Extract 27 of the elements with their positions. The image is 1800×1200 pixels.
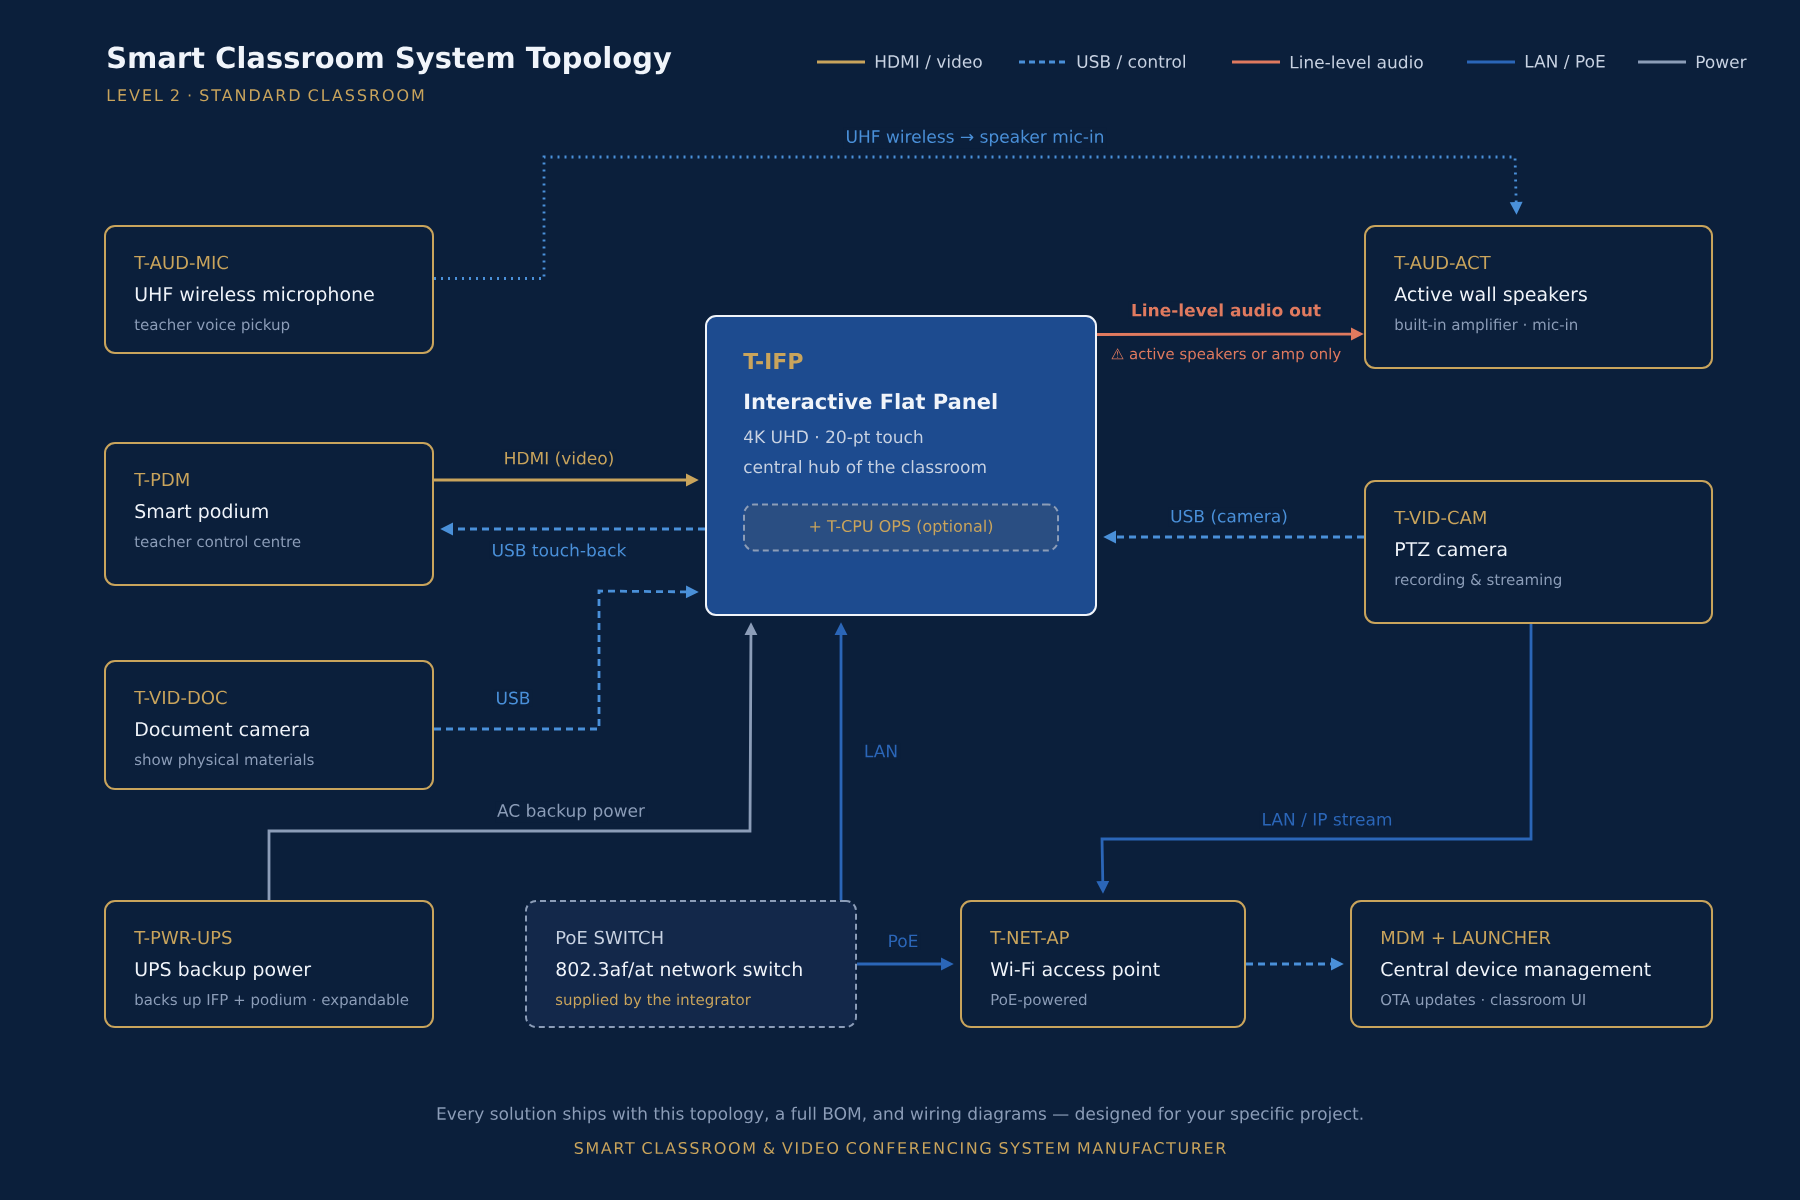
device-box: T-NET-AP Wi-Fi access point PoE-powered (960, 900, 1246, 1028)
edge-label: LAN / IP stream (1259, 811, 1395, 829)
device-box: T-VID-CAM PTZ camera recording & streaming (1364, 480, 1713, 624)
arrow (434, 155, 1523, 280)
switch-box: PoE SWITCH 802.3af/at network switch supplied by the integrator (525, 900, 857, 1028)
legend-item: Power (1638, 55, 1747, 69)
subtitle: LEVEL 2 · STANDARD CLASSROOM (107, 89, 424, 102)
device-box: T-PWR-UPS UPS backup power backs up IFP + podium · expandable (104, 900, 434, 1028)
edge-label: USB (camera) (1168, 507, 1290, 527)
legend-item: HDMI / video (817, 54, 982, 70)
title: Smart Classroom System Topology (108, 45, 672, 75)
option-box: + T-CPU OPS (optional) (743, 503, 1059, 552)
edge-label: HDMI (video) (501, 449, 617, 469)
legend-item: Line-level audio (1232, 55, 1423, 69)
edge-label: Line-level audio out (1128, 301, 1324, 319)
device-box: T-VID-DOC Document camera show physical materials (104, 660, 434, 790)
device-box: MDM + LAUNCHER Central device management OTA updates · classroom UI (1350, 900, 1713, 1028)
footer-note: Every solution ships with this topology, a full BOM, and wiring diagrams — designed for your specific project. (437, 1106, 1363, 1124)
legend-item: USB / control (1019, 54, 1185, 70)
device-box: T-AUD-MIC UHF wireless microphone teacher voice pickup (104, 225, 434, 354)
warning-note: ⚠ active speakers or amp only (1111, 347, 1341, 363)
footer-note: SMART CLASSROOM & VIDEO CONFERENCING SYSTEM MANUFACTURER (574, 1141, 1226, 1155)
edge-label: USB touch-back (489, 541, 629, 559)
legend-item: LAN / PoE (1467, 55, 1605, 69)
edge-label: AC backup power (495, 801, 647, 823)
device-box: T-PDM Smart podium teacher control centre (104, 442, 434, 586)
device-box: T-AUD-ACT Active wall speakers built-in amplifier · mic-in (1364, 225, 1713, 369)
